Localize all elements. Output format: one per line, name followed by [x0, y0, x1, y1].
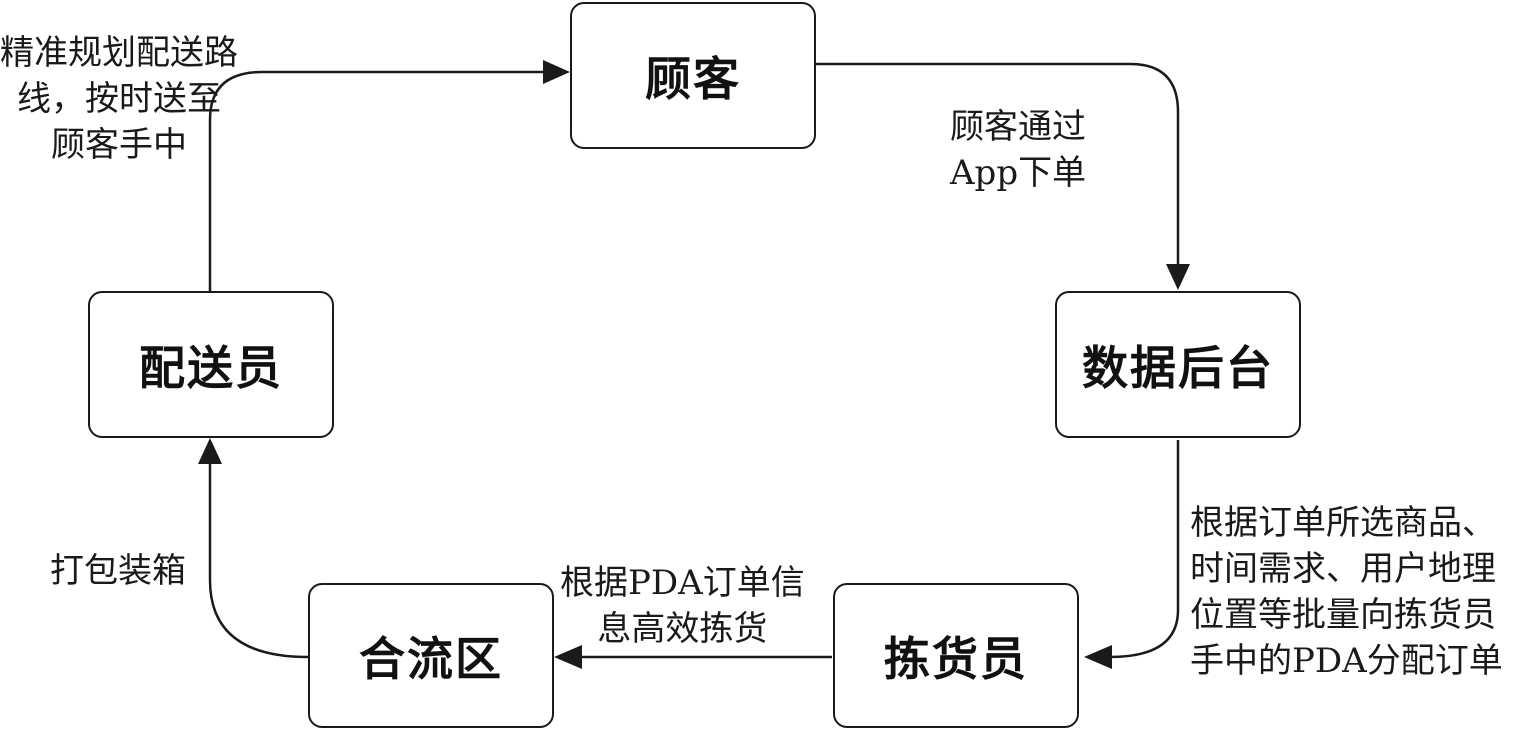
arrowhead-backend: [1166, 264, 1190, 290]
node-picker-label: 拣货员: [884, 631, 1028, 686]
edge-label-line: 根据PDA订单信: [560, 563, 805, 603]
edge-label-line: 精准规划配送路: [0, 33, 238, 73]
edge-label-line: 线，按时送至: [17, 79, 221, 119]
edge-label-picker-to-merge: 根据PDA订单信 息高效拣货: [560, 560, 805, 652]
edge-label-line: 根据订单所选商品、: [1190, 503, 1496, 543]
edge-label-line: 时间需求、用户地理: [1190, 549, 1496, 589]
arrowhead-customer: [543, 60, 570, 84]
arrow-backend-to-picker: [1109, 440, 1180, 659]
edge-label-line: 顾客手中: [51, 125, 187, 165]
node-merge-area-label: 合流区: [359, 631, 503, 686]
node-picker: 拣货员: [833, 583, 1079, 728]
edge-label-line: 打包装箱: [50, 551, 186, 591]
node-customer-label: 顾客: [645, 51, 741, 106]
arrowhead-picker: [1084, 645, 1112, 669]
node-merge-area: 合流区: [308, 583, 554, 728]
node-courier-label: 配送员: [139, 340, 283, 395]
edge-label-customer-to-backend: 顾客通过 App下单: [950, 104, 1086, 196]
edge-label-line: 息高效拣货: [597, 609, 768, 649]
edge-label-merge-to-courier: 打包装箱: [50, 548, 186, 594]
arrow-merge-to-courier: [208, 462, 309, 659]
arrowhead-merge: [554, 645, 582, 669]
edge-label-line: App下单: [950, 153, 1087, 193]
arrowhead-courier: [198, 438, 222, 464]
edge-label-line: 位置等批量向拣货员: [1190, 595, 1496, 635]
node-customer: 顾客: [570, 2, 816, 149]
arrow-courier-to-customer: [208, 70, 545, 292]
node-backend: 数据后台: [1055, 291, 1301, 438]
edge-label-line: 手中的PDA分配订单: [1190, 641, 1503, 681]
edge-label-courier-to-customer: 精准规划配送路 线，按时送至 顾客手中: [0, 30, 238, 168]
node-backend-label: 数据后台: [1082, 340, 1274, 395]
edge-label-backend-to-picker: 根据订单所选商品、 时间需求、用户地理 位置等批量向拣货员 手中的PDA分配订单: [1190, 500, 1503, 684]
node-courier: 配送员: [88, 291, 334, 438]
edge-label-line: 顾客通过: [950, 107, 1087, 147]
arrow-customer-to-backend: [815, 62, 1180, 268]
